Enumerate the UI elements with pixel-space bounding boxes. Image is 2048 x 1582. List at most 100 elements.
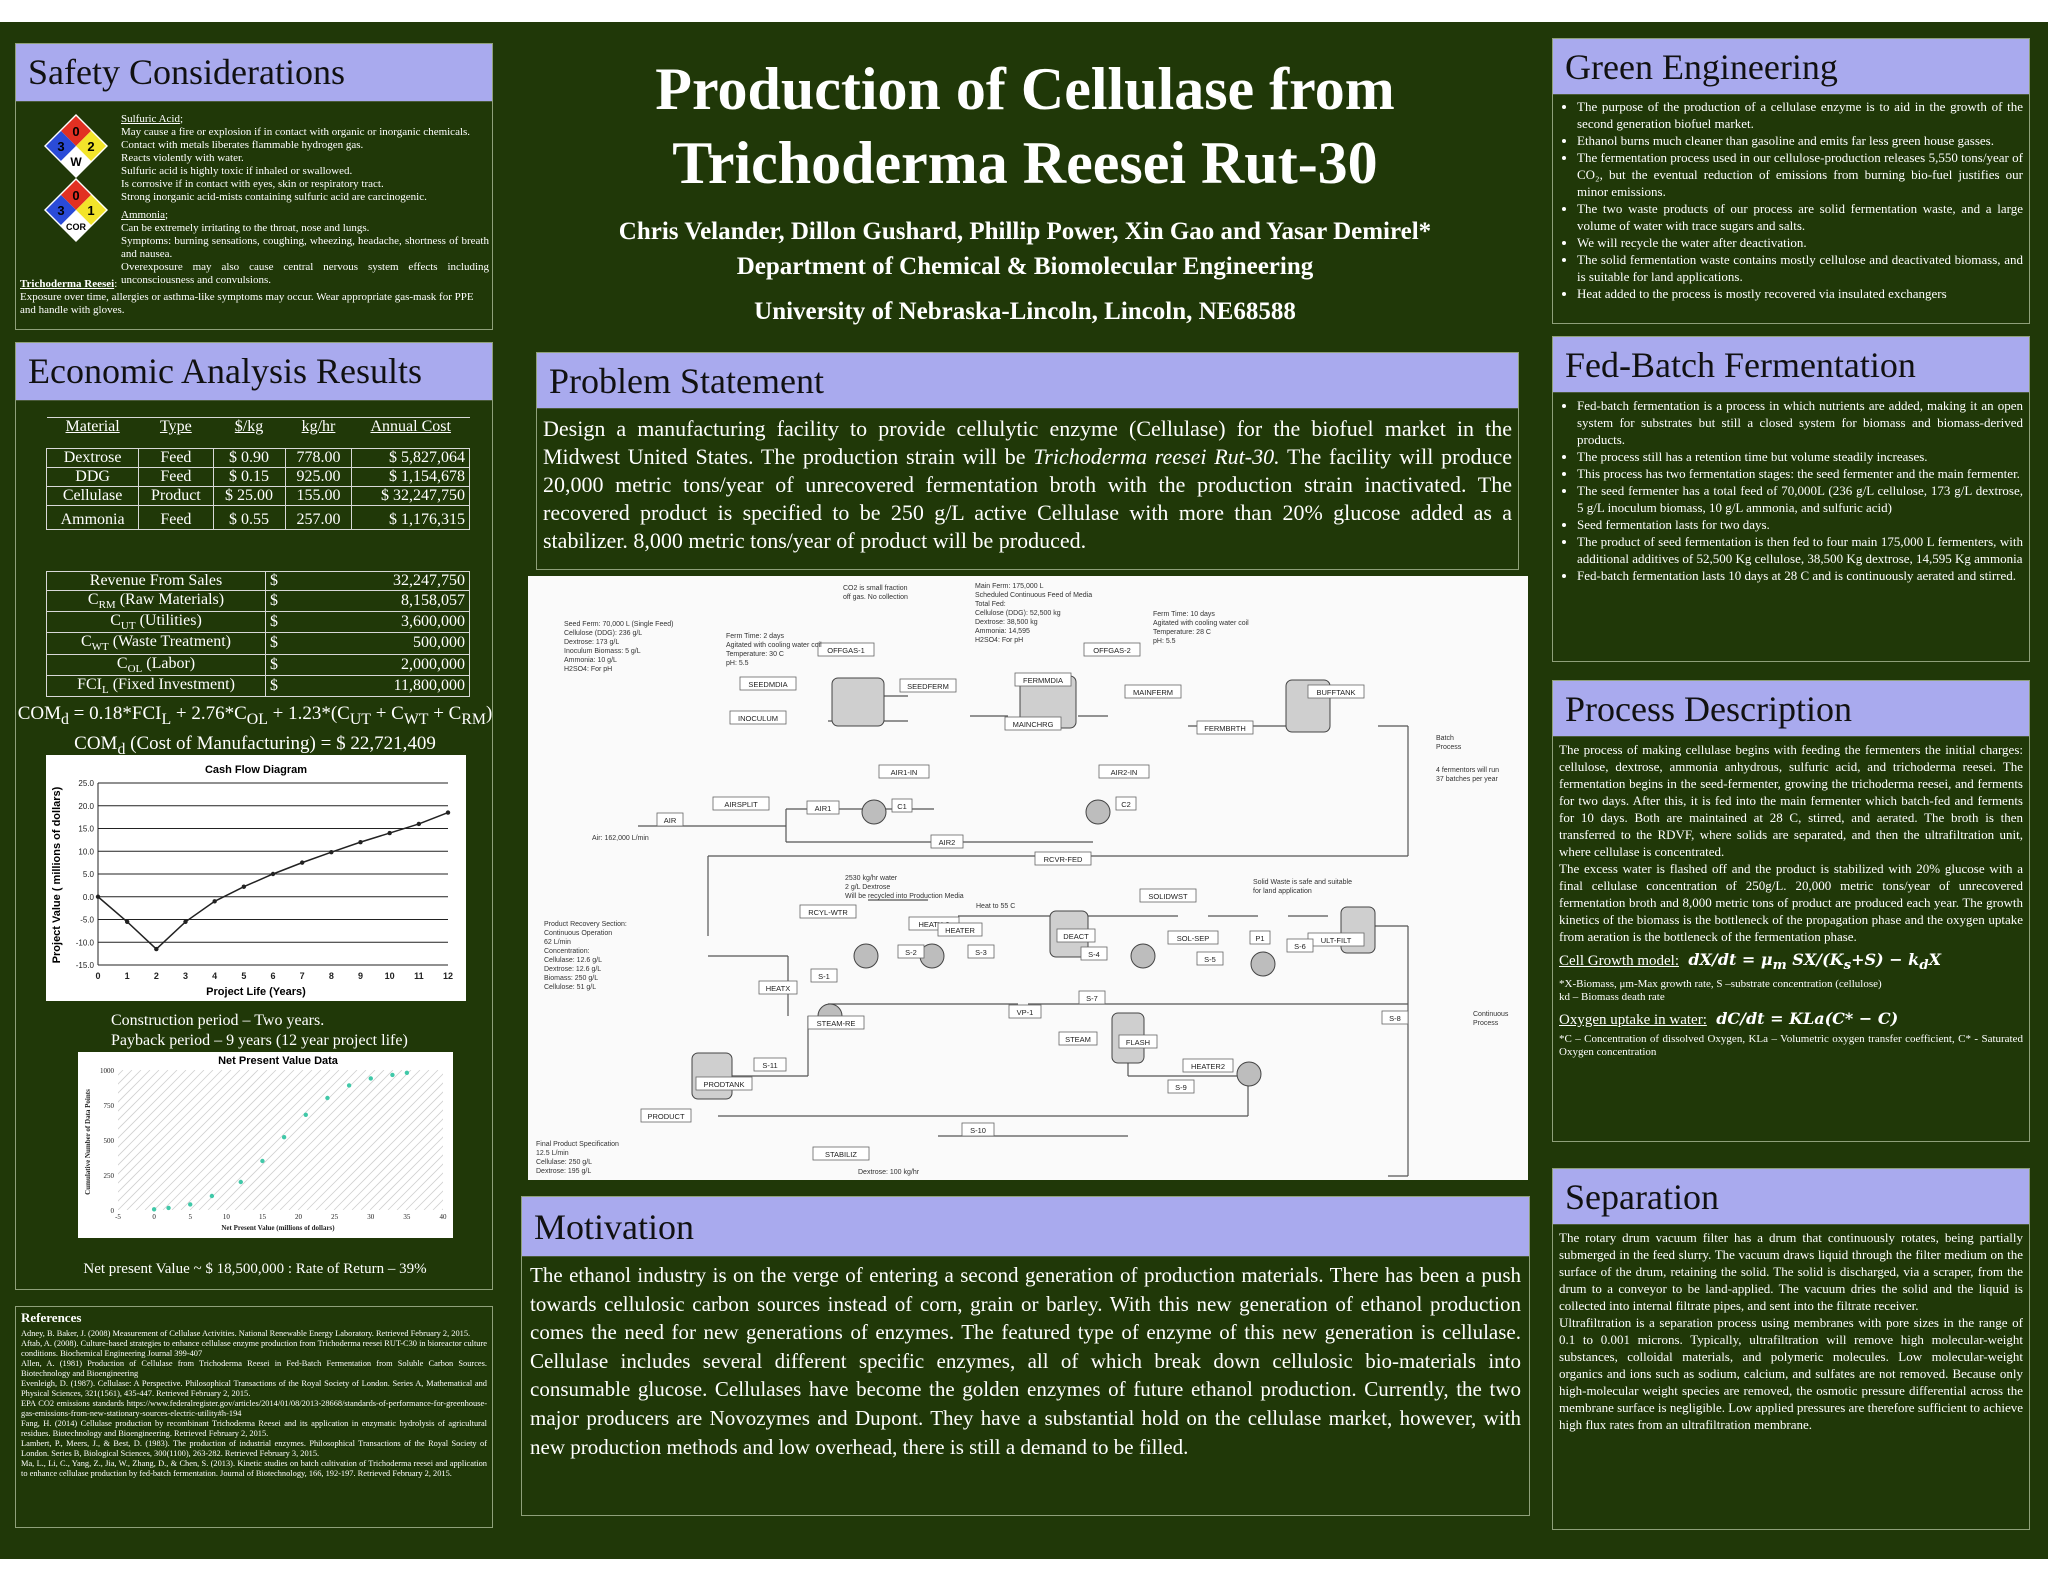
diagram-note-line: 2 g/L Dextrose [845,884,890,891]
data-point [154,946,159,952]
y-tick-label: 15.0 [78,825,94,834]
trichoderma-title: Trichoderma Reesei [20,278,115,290]
data-point [358,839,363,845]
diagram-note-line: pH: 5.5 [1153,638,1176,645]
separation-paragraph-1: The rotary drum vacuum filter has a drum… [1559,1230,2023,1313]
vessel-icon [831,677,885,727]
hatch-line [198,1069,340,1211]
stream-block [961,1122,995,1137]
reference-item: EPA CO2 emissions standards https://www.… [21,1399,487,1418]
data-point [299,860,305,865]
title-line-1: Production of Cellulase from [655,56,1395,122]
stream-label: MAINFERM [1133,688,1173,697]
x-tick-label: 35 [403,1213,411,1221]
table-cell: DDG [45,467,140,487]
equipment-icon [853,943,879,969]
table-cell: 155.00 [284,486,353,506]
stream-label: S-4 [1088,950,1100,959]
x-tick-label: 7 [300,971,305,981]
diagram-note-line: 4 fermentors will run [1436,767,1499,774]
stream-block [1196,951,1224,966]
diagram-note-line: 2530 kg/hr water [845,875,898,882]
diagram-note-line: Cellulase: 250 g/L [536,1159,592,1166]
motivation-text: The ethanol industry is on the verge of … [530,1263,1521,1459]
ammonia-lines: Can be extremely irritating to the throa… [121,222,489,287]
bullet-item: The purpose of the production of a cellu… [1577,98,2023,132]
y-tick-label: -5.0 [80,916,94,925]
x-tick-label: 0 [95,971,100,981]
y-tick-label: 250 [104,1172,115,1180]
cost-currency: $ [265,589,290,613]
table-row: CWT (Waste Treatment)$500,000 [46,632,470,655]
cost-value: 3,600,000 [290,611,470,634]
hatch-line [252,1069,394,1211]
diagram-note-line: Dextrose: 195 g/L [536,1168,591,1175]
diagram-note: Product Recovery Section:Continuous Oper… [544,921,627,991]
oxygen-model: Oxygen uptake in water: dC/dt = KLa(C* −… [1559,1010,2023,1029]
bullet-item: We will recycle the water after deactiva… [1577,234,2023,251]
table-cell: Feed [138,505,214,530]
hatch-line [288,1069,430,1211]
cost-value: 8,158,057 [290,589,470,613]
stream-label: RCVR-FED [1044,855,1083,864]
stream-label: FERMBRTH [1204,724,1246,733]
cost-label-text: C [110,612,121,630]
reference-item: Evenleigh, D. (1987). Cellulase: A Persp… [21,1379,487,1398]
diagram-note-line: Dextrose: 173 g/L [564,639,619,646]
diagram-note-line: Ferm Time: 10 days [1153,611,1215,618]
stream-label: S-7 [1086,994,1098,1003]
sulfuric-acid-title: Sulfuric Acid [121,113,180,125]
stream-label: C2 [1121,800,1131,809]
reference-item: Allen, A. (1981) Production of Cellulase… [21,1359,487,1378]
y-tick-label: 1000 [100,1067,115,1075]
data-point [209,1193,215,1199]
cost-label: COL (Labor) [46,653,266,676]
hatch-line [189,1069,331,1211]
green-list: The purpose of the production of a cellu… [1559,98,2023,302]
x-tick-label: -5 [115,1213,121,1221]
cost-value: 11,800,000 [290,674,470,697]
chart-title-overlay: Net Present Value Data [218,1055,339,1067]
process-flow-diagram: SEEDMDIAINOCULUMSEEDFERMOFFGAS-1MAINCHRG… [528,576,1528,1180]
cost-label-text: FCI [77,675,102,693]
bullet-item: The fermentation process used in our cel… [1577,149,2023,200]
safety-heading: Safety Considerations [16,44,492,102]
references-list: Adney, B. Baker, J. (2008) Measurement o… [16,1329,492,1479]
diagram-note: Dextrose: 100 kg/hr [858,1169,920,1176]
fedbatch-heading: Fed-Batch Fermentation [1553,337,2029,393]
process-body: The process of making cellulase begins w… [1553,737,2029,1063]
bullet-item: This process has two fermentation stages… [1577,465,2023,482]
cost-label-suffix: (Utilities) [135,612,202,630]
separation-panel: Separation The rotary drum vacuum filter… [1552,1168,2030,1530]
cost-label: Revenue From Sales [46,571,266,591]
stream-block [891,798,913,813]
x-axis-label: Net Present Value (millions of dollars) [221,1224,335,1232]
stream-label: AIR1 [815,804,832,813]
diagram-note-line: Cellulose (DDG): 52,500 kg [975,610,1061,617]
x-tick-label: 4 [212,971,217,981]
sulfuric-line: Sulfuric acid is highly toxic if inhaled… [121,165,353,177]
hatch-line [414,1171,453,1211]
diagram-note-line: Total Fed: [975,601,1006,608]
hatch-line [261,1069,403,1211]
svg-text:1: 1 [87,203,94,218]
y-tick-label: 5.0 [83,870,95,879]
diagram-note-line: Product Recovery Section: [544,921,627,928]
stream-block [1034,851,1092,866]
economic-heading: Economic Analysis Results [16,343,492,401]
stream-label: SOL-SEP [1177,934,1210,943]
x-tick-label: 8 [329,971,334,981]
stream-block [1196,720,1254,735]
green-heading: Green Engineering [1553,39,2029,95]
hatch-line [297,1069,439,1211]
reference-item: Adney, B. Baker, J. (2008) Measurement o… [21,1329,471,1338]
problem-text: Design a manufacturing facility to provi… [537,409,1518,561]
hatch-line [108,1069,250,1211]
sulfuric-acid-block: Sulfuric Acid; May cause a fire or explo… [121,113,489,287]
stream-label: FERMMDIA [1023,676,1063,685]
stream-block [967,944,995,959]
data-point [387,830,392,836]
